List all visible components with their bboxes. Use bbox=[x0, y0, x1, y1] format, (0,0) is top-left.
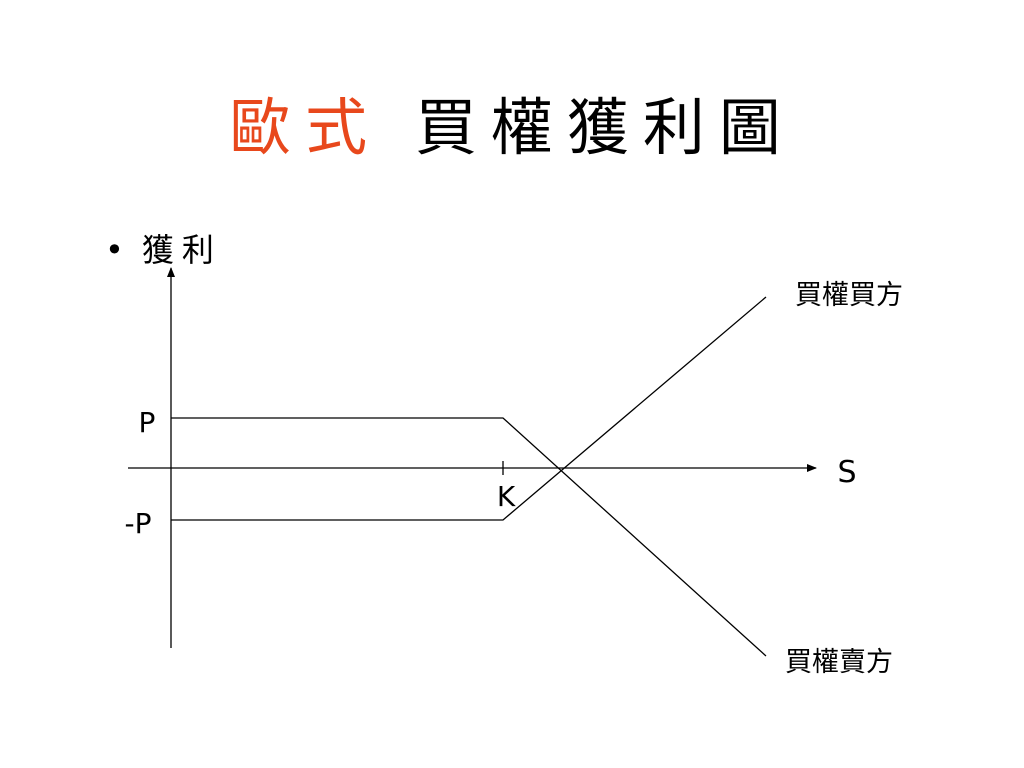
title-rest: 買權獲利圖 bbox=[414, 91, 795, 164]
title-highlight: 歐式 bbox=[229, 91, 382, 164]
bullet-item: • 獲利 bbox=[105, 230, 222, 270]
buyer-payoff-line bbox=[171, 296, 767, 521]
buyer-label: 買權買方 bbox=[795, 280, 903, 311]
neg-premium-label: -P bbox=[125, 507, 152, 540]
slide-title: 歐式 買權獲利圖 bbox=[0, 88, 1024, 168]
strike-label: K bbox=[497, 480, 516, 513]
seller-payoff-line bbox=[171, 417, 767, 657]
premium-label: P bbox=[139, 406, 156, 439]
bullet-text: 獲利 bbox=[141, 231, 222, 269]
bullet-dot: • bbox=[105, 231, 124, 269]
x-axis-label: S bbox=[837, 455, 856, 490]
seller-label: 買權賣方 bbox=[785, 647, 893, 678]
